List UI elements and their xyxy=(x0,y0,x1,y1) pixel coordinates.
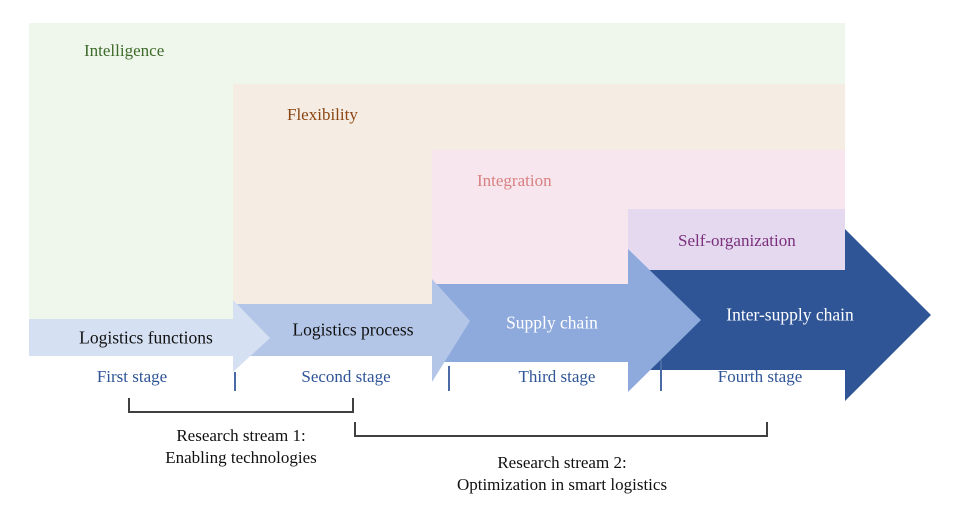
stage-divider-1 xyxy=(234,372,236,391)
arrow-logistics-functions xyxy=(29,300,270,372)
research-stream-2-title: Research stream 2: xyxy=(497,453,627,472)
stage-label-second: Second stage xyxy=(301,367,391,386)
research-stream-2-label: Research stream 2: Optimization in smart… xyxy=(457,452,667,496)
stage-label-third: Third stage xyxy=(518,367,596,386)
research-stream-2-subtitle: Optimization in smart logistics xyxy=(456,475,668,494)
panel-self-organization xyxy=(628,209,845,271)
arrow-label-supply-chain: Supply chain xyxy=(506,312,598,333)
panel-label-integration: Integration xyxy=(477,171,552,190)
research-stream-1-bracket xyxy=(128,398,354,413)
research-stream-1-subtitle: Enabling technologies xyxy=(165,448,317,467)
stage-divider-3 xyxy=(660,360,662,391)
arrow-inter-supply-chain xyxy=(628,229,931,401)
arrow-supply-chain xyxy=(432,249,701,392)
stage-label-fourth: Fourth stage xyxy=(717,367,803,386)
research-stream-1-label: Research stream 1: Enabling technologies xyxy=(165,425,317,469)
arrow-logistics-process xyxy=(233,279,470,382)
panel-label-intelligence: Intelligence xyxy=(84,41,165,60)
arrow-label-logistics-functions: Logistics functions xyxy=(79,327,213,348)
stage-label-first: First stage xyxy=(96,367,168,386)
panel-label-flexibility: Flexibility xyxy=(287,105,358,124)
research-stream-2-bracket xyxy=(354,422,768,437)
research-stream-1-title: Research stream 1: xyxy=(176,426,306,445)
arrow-label-inter-supply-chain: Inter-supply chain xyxy=(726,304,854,325)
panel-label-self-organization: Self-organization xyxy=(678,231,796,250)
stage-divider-2 xyxy=(448,366,450,391)
arrow-label-logistics-process: Logistics process xyxy=(292,319,414,340)
